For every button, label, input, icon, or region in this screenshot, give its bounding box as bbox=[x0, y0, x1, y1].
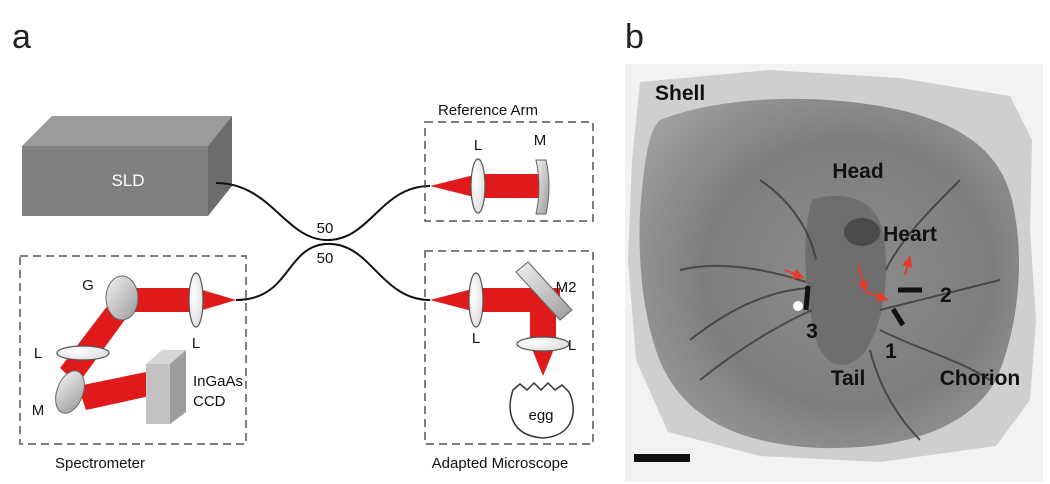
panel-b-label: b bbox=[625, 18, 644, 56]
detector-label-line2: CCD bbox=[193, 393, 226, 410]
grating bbox=[105, 275, 139, 321]
grating-label: G bbox=[82, 277, 94, 294]
flow-arrows bbox=[784, 255, 913, 302]
split-ratio-bottom: 50 bbox=[317, 250, 334, 267]
reference-mirror bbox=[535, 159, 550, 215]
label-heart: Heart bbox=[883, 223, 937, 246]
label-chorion: Chorion bbox=[940, 367, 1020, 390]
mirror-m2 bbox=[515, 261, 573, 321]
spectrometer-lens-left bbox=[56, 345, 110, 361]
spectrometer-lens-top-label: L bbox=[192, 335, 200, 352]
egg-sample bbox=[509, 381, 574, 439]
egg-label: egg bbox=[528, 407, 553, 424]
microscope-lens-right bbox=[516, 336, 570, 352]
reference-mirror-label: M bbox=[534, 132, 547, 149]
microscope-lens-left bbox=[468, 272, 484, 328]
reference-lens bbox=[470, 158, 486, 214]
spectrometer-lens-top bbox=[188, 272, 204, 328]
spectrometer-mirror-label: M bbox=[32, 402, 45, 419]
marker-3: 3 bbox=[806, 320, 818, 343]
spectrometer-title: Spectrometer bbox=[55, 455, 145, 472]
sld-label: SLD bbox=[111, 171, 144, 190]
adapted-microscope: Adapted Microscope L M2 L egg bbox=[424, 250, 594, 472]
split-ratio-top: 50 bbox=[317, 220, 334, 237]
reference-arm: Reference Arm L M bbox=[424, 102, 594, 222]
marker-1: 1 bbox=[885, 340, 897, 363]
label-shell: Shell bbox=[655, 82, 705, 105]
scale-bar bbox=[634, 454, 690, 462]
embryo-photo bbox=[625, 64, 1043, 482]
label-tail: Tail bbox=[831, 367, 866, 390]
reference-arm-title: Reference Arm bbox=[438, 102, 538, 119]
sld-source: SLD bbox=[22, 116, 232, 216]
measurement-markers bbox=[803, 285, 922, 327]
spectrometer-lens-left-label: L bbox=[34, 345, 42, 362]
label-head: Head bbox=[832, 160, 883, 183]
panel-a-label: a bbox=[12, 18, 31, 56]
reference-lens-label: L bbox=[474, 137, 482, 154]
mirror-m2-label: M2 bbox=[556, 279, 577, 296]
microscope-lens-left-label: L bbox=[472, 330, 480, 347]
fiber-coupler bbox=[215, 182, 431, 301]
spectrometer-mirror bbox=[55, 370, 85, 414]
spectrometer: Spectrometer G L L M InGaAs CCD bbox=[19, 255, 247, 472]
microscope-lens-right-label: L bbox=[568, 337, 576, 354]
ccd-detector bbox=[146, 350, 186, 424]
marker-2: 2 bbox=[940, 284, 952, 307]
microscope-title: Adapted Microscope bbox=[432, 455, 569, 472]
detector-label-line1: InGaAs bbox=[193, 373, 243, 390]
